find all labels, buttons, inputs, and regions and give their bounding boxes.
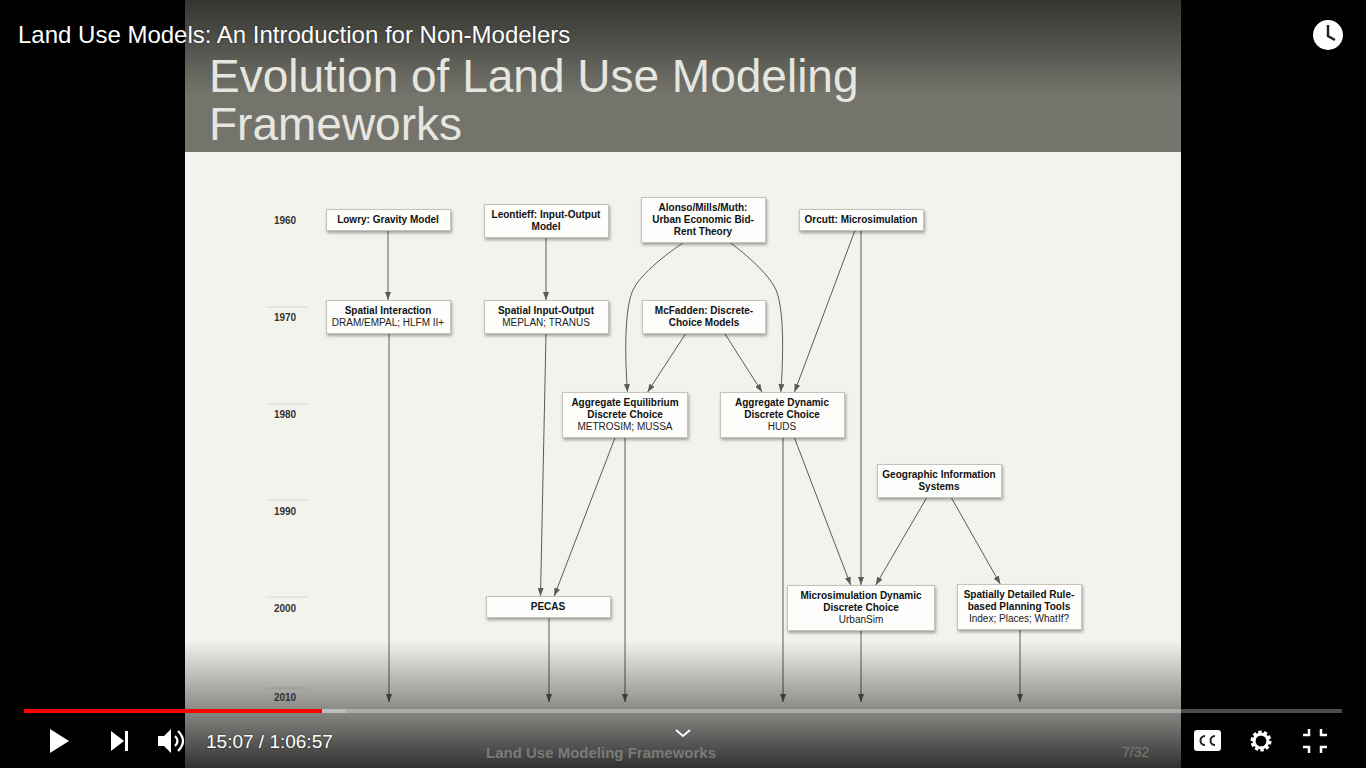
year-label: 2000 [274, 603, 296, 615]
year-label: 2010 [274, 692, 296, 704]
framework-box: McFadden: Discrete-Choice Models [642, 300, 766, 334]
framework-name: Aggregate Dynamic Discrete Choice [725, 397, 840, 421]
timeline-tick [266, 307, 308, 308]
year-label: 1970 [274, 312, 296, 324]
framework-box: Alonso/Mills/Muth: Urban Economic Bid-Re… [641, 197, 766, 243]
model-examples: Index; Places; WhatIf? [962, 613, 1077, 625]
model-examples: MEPLAN; TRANUS [489, 317, 604, 329]
year-label: 1980 [274, 409, 296, 421]
framework-name: Microsimulation Dynamic Discrete Choice [792, 590, 930, 614]
video-title: Land Use Models: An Introduction for Non… [18, 20, 570, 49]
connectors [388, 231, 1000, 596]
framework-box: Aggregate Equilibrium Discrete ChoiceMET… [562, 392, 688, 438]
framework-box: Geographic Information Systems [877, 464, 1002, 498]
model-examples: HUDS [725, 421, 840, 433]
timeline-ticks [266, 307, 308, 688]
captions-glyph [1201, 736, 1216, 745]
framework-name: Geographic Information Systems [882, 469, 997, 493]
progress-buffered [24, 709, 346, 713]
clock-icon [1313, 20, 1343, 50]
framework-box: Spatial Input-OutputMEPLAN; TRANUS [484, 300, 609, 334]
framework-name: Spatially Detailed Rule-based Planning T… [962, 589, 1077, 613]
next-icon [111, 731, 124, 751]
influence-arrow [554, 438, 615, 596]
influence-arrow [952, 498, 1001, 584]
framework-box: Aggregate Dynamic Discrete ChoiceHUDS [720, 392, 845, 438]
model-examples: UrbanSim [792, 614, 930, 626]
model-examples: DRAM/EMPAL; HLFM II+ [331, 317, 446, 329]
framework-name: Leontieff: Input-Output Model [489, 209, 604, 233]
framework-box: Microsimulation Dynamic Discrete ChoiceU… [787, 585, 935, 631]
captions-icon [1194, 730, 1221, 751]
clock-hands [1328, 25, 1335, 40]
framework-box: Spatial InteractionDRAM/EMPAL; HLFM II+ [326, 300, 451, 334]
fullscreen-exit-icon [1303, 729, 1327, 753]
influence-arrow [876, 498, 927, 585]
timeline-tick [266, 597, 308, 598]
model-examples: METROSIM; MUSSA [567, 421, 683, 433]
influence-arrow [795, 231, 855, 392]
year-label: 1960 [274, 215, 296, 227]
framework-name: Spatial Interaction [331, 305, 446, 317]
player-bottom-shade [0, 640, 1366, 768]
framework-box: PECAS [486, 596, 611, 618]
slide-number: 7/32 [1122, 744, 1149, 761]
influence-arrow [795, 438, 851, 585]
chevron-icon [676, 730, 690, 736]
framework-box: Orcutt: Microsimulation [799, 209, 924, 231]
framework-name: Alonso/Mills/Muth: Urban Economic Bid-Re… [646, 202, 761, 238]
volume-icon [158, 729, 171, 753]
framework-name: Spatial Input-Output [489, 305, 604, 317]
framework-name: Lowry: Gravity Model [331, 214, 446, 226]
influence-arrow [541, 334, 547, 596]
influence-arrow [388, 231, 389, 300]
play-icon [50, 729, 69, 753]
framework-box: Lowry: Gravity Model [326, 209, 451, 231]
progress-played [24, 709, 322, 713]
timeline-tick [266, 500, 308, 501]
influence-arrow [861, 231, 862, 585]
framework-name: McFadden: Discrete-Choice Models [647, 305, 761, 329]
settings-icon [1254, 734, 1268, 748]
framework-box: Leontieff: Input-Output Model [484, 204, 609, 238]
influence-arrow [725, 334, 762, 392]
year-label: 1990 [274, 506, 296, 518]
framework-name: PECAS [491, 601, 606, 613]
framework-name: Orcutt: Microsimulation [804, 214, 919, 226]
slide-footer: Land Use Modeling Frameworks [486, 744, 716, 762]
influence-arrow [648, 334, 686, 392]
progress-track [24, 709, 1342, 713]
framework-name: Aggregate Equilibrium Discrete Choice [567, 397, 683, 421]
next-icon-bar [125, 731, 128, 751]
timeline-tick [266, 404, 308, 405]
slide-title: Evolution of Land Use Modeling Framework… [209, 52, 1039, 148]
settings-icon-teeth [1253, 733, 1269, 749]
framework-box: Spatially Detailed Rule-based Planning T… [957, 584, 1082, 630]
playback-time: 15:07 / 1:06:57 [206, 730, 333, 753]
volume-waves [175, 731, 183, 751]
influence-arrow [546, 238, 547, 300]
